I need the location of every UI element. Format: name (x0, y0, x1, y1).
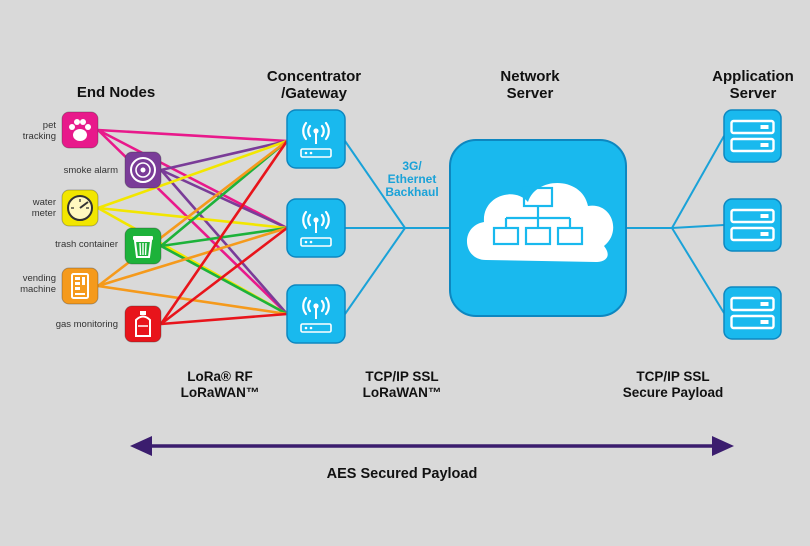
radio-link (160, 169, 288, 315)
application-server-3 (723, 286, 782, 340)
node-label-smoke-alarm: smoke alarm (63, 165, 118, 176)
radio-link (160, 226, 288, 326)
radio-link (97, 128, 288, 230)
aes-double-arrow (130, 436, 734, 456)
cloud-network-icon (466, 182, 614, 262)
water-meter-icon (61, 189, 99, 227)
node-label-pet-tracking: pet tracking (22, 120, 56, 142)
end-node-icons (61, 111, 162, 343)
vending-machine-icon (61, 267, 99, 305)
gateway-2 (286, 198, 346, 258)
header-network-server: Network Server (500, 68, 560, 102)
header-end-nodes: End Nodes (76, 84, 156, 101)
smoke-alarm-icon (124, 151, 162, 189)
gas-cylinder-icon (124, 305, 162, 343)
node-label-vending-machine: vending machine (20, 273, 56, 295)
footer-aes-secured-payload: AES Secured Payload (326, 466, 478, 482)
radio-link (160, 226, 288, 248)
app-link (671, 227, 725, 314)
footer-tcpip-secure: TCP/IP SSL Secure Payload (622, 369, 724, 400)
radio-link (97, 226, 288, 288)
application-server-1 (723, 109, 782, 163)
radio-link (160, 312, 288, 326)
app-link (671, 224, 725, 229)
trash-container-icon (124, 227, 162, 265)
node-label-trash-container: trash container (55, 239, 118, 250)
radio-link (97, 139, 288, 210)
gateway-1 (286, 109, 346, 169)
header-application-server: Application Server (712, 68, 794, 102)
backhaul-link (344, 140, 406, 229)
node-label-water-meter: water meter (31, 197, 56, 219)
radio-link (159, 140, 289, 325)
app-link (671, 135, 725, 229)
backhaul-link (344, 227, 406, 315)
backhaul-links (344, 140, 450, 315)
paw-icon (61, 111, 99, 149)
radio-link (160, 139, 288, 172)
footer-tcpip-lorawan: TCP/IP SSL LoRaWAN™ (362, 369, 442, 400)
application-links (626, 135, 725, 314)
radio-link (97, 128, 288, 143)
radio-link (160, 244, 288, 316)
radio-links (97, 128, 289, 326)
radio-link (97, 206, 288, 230)
node-label-gas-monitoring: gas monitoring (55, 319, 118, 330)
radio-link (160, 168, 288, 230)
backhaul-label: 3G/ Ethernet Backhaul (385, 159, 439, 199)
gateway-3 (286, 284, 346, 344)
footer-lora-rf: LoRa® RF LoRaWAN™ (180, 369, 260, 400)
header-concentrator: Concentrator /Gateway (266, 68, 362, 102)
application-server-2 (723, 198, 782, 252)
network-server (449, 139, 627, 317)
